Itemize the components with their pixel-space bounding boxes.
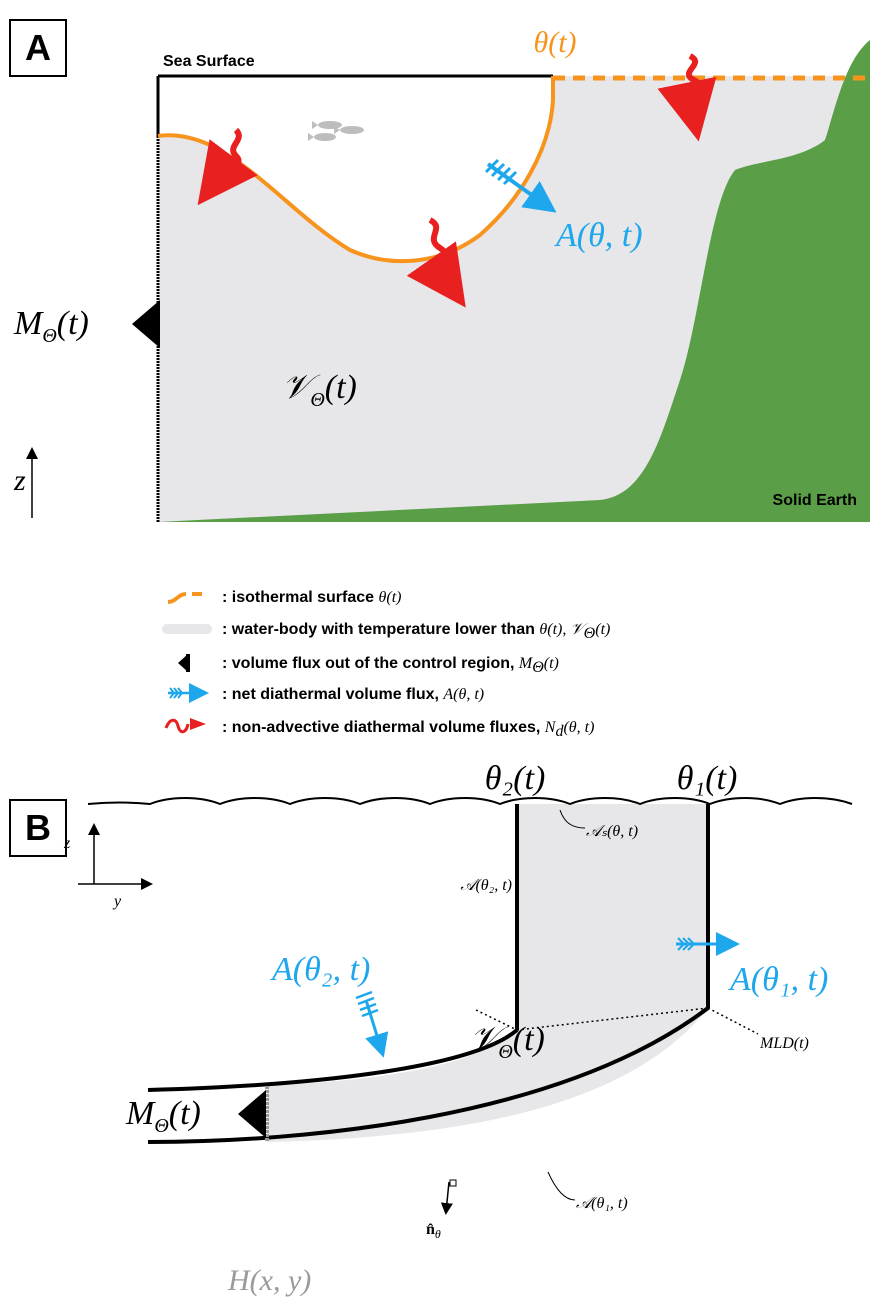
solid-earth xyxy=(158,40,870,522)
orange-dashed-line-icon xyxy=(167,592,187,604)
y-axis-label-b: y xyxy=(112,893,122,910)
M-theta-label-b: MΘ(t) xyxy=(125,1095,201,1137)
water-body-b xyxy=(267,804,708,1142)
panel-a-letter: A xyxy=(25,27,51,68)
legend: : isothermal surface θ(t) : water-body w… xyxy=(162,589,610,740)
flux-arrow-theta2 xyxy=(355,990,389,1058)
nonadvective-flux-arrow xyxy=(197,127,258,206)
V-theta-label-b: 𝒱Θ(t) xyxy=(470,1021,545,1063)
MLD-label: MLD(t) xyxy=(759,1035,809,1052)
mld-line-mid xyxy=(516,1007,709,1031)
panel-a-letter-box xyxy=(9,19,67,77)
nonadvective-flux-arrow xyxy=(406,217,466,308)
M-theta-label: MΘ(t) xyxy=(13,305,89,347)
nonadvective-flux-arrow xyxy=(657,53,717,142)
panel-b-letter: B xyxy=(25,807,51,848)
z-axis-label: z xyxy=(13,464,26,497)
A-theta1-flux-label: A(θ₁, t) xyxy=(728,961,828,998)
legend-item: : net diathermal volume flux, A(θ, t) xyxy=(222,686,484,703)
sea-surface-waves xyxy=(87,797,853,806)
fish-icon xyxy=(308,121,364,141)
warm-region xyxy=(158,76,553,262)
red-squiggle-arrow-icon xyxy=(164,718,206,734)
right-angle-mark xyxy=(449,1179,457,1187)
legend-item: : volume flux out of the control region,… xyxy=(222,655,559,676)
A-theta2-flux-label: A(θ₂, t) xyxy=(270,951,370,988)
flux-arrow-theta1 xyxy=(676,932,740,956)
A-theta1-leader xyxy=(547,1171,576,1201)
z-axis-label-b: z xyxy=(63,835,71,852)
black-arrow-tail-icon xyxy=(186,654,190,672)
panel-a: A Sea Surface Solid Earth θ(t) xyxy=(9,19,870,522)
theta1-t-label: θ₁(t) xyxy=(677,760,738,797)
theta2-t-label: θ₂(t) xyxy=(485,760,546,797)
H-xy-label: H(x, y) xyxy=(227,1264,311,1297)
solid-earth-label: Solid Earth xyxy=(773,492,857,509)
volume-flux-out-arrow xyxy=(132,300,160,348)
n-hat-label: n̂θ xyxy=(426,1221,441,1241)
net-diathermal-flux-arrow xyxy=(484,158,557,213)
A-theta1-surface-label: 𝒜(θ₁, t) xyxy=(576,1195,628,1212)
panel-b: B θ₂(t) θ₁(t) 𝒜ₛ(θ, t) 𝒜(θ₂, t) xyxy=(9,760,853,1297)
isotherm-theta1-curve xyxy=(147,1006,710,1144)
blue-arrow-icon xyxy=(168,683,209,703)
isotherm-theta2-curve xyxy=(147,1028,519,1092)
As-leader xyxy=(559,809,586,829)
black-arrow-icon xyxy=(178,654,188,672)
volume-flux-out-arrow-b xyxy=(238,1090,266,1138)
normal-vector-arrow xyxy=(440,1181,453,1215)
As-label: 𝒜ₛ(θ, t) xyxy=(586,823,638,840)
panel-b-letter-box xyxy=(9,799,67,857)
legend-item: : non-advective diathermal volume fluxes… xyxy=(222,719,594,740)
A-theta2-surface-label: 𝒜(θ₂, t) xyxy=(460,877,512,894)
legend-item: : isothermal surface θ(t) xyxy=(222,589,401,606)
A-theta-t-label: A(θ, t) xyxy=(554,217,643,254)
legend-item: : water-body with temperature lower than… xyxy=(222,621,610,642)
gray-bar-icon xyxy=(162,624,212,634)
mld-line-right xyxy=(707,1007,759,1035)
sea-surface-label: Sea Surface xyxy=(163,53,255,70)
theta-t-label: θ(t) xyxy=(533,26,576,59)
